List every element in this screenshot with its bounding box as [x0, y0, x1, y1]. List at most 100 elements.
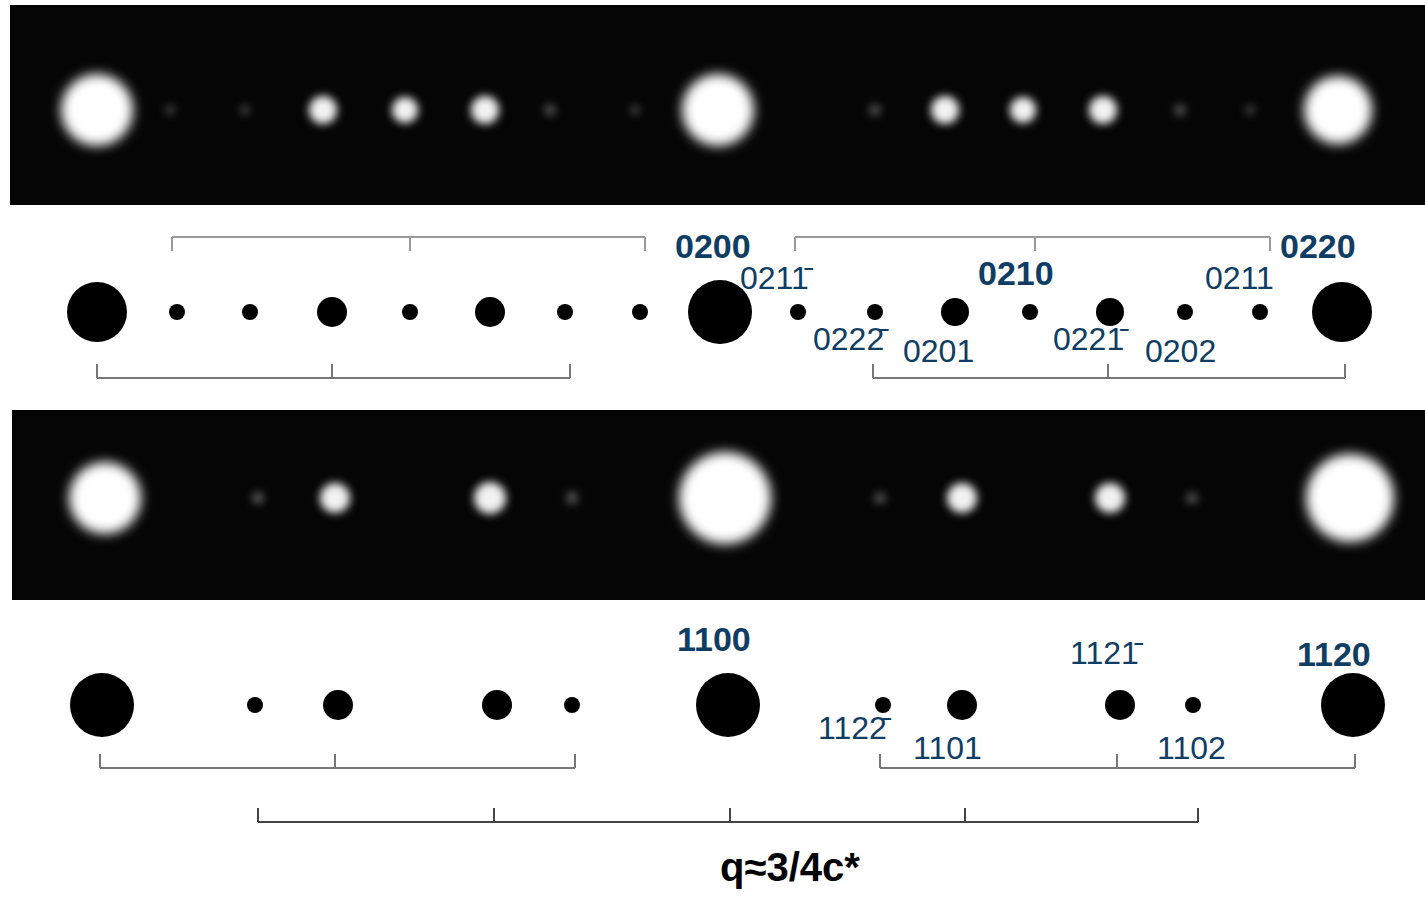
- bracket-tick: [96, 364, 98, 378]
- bracket-tick: [574, 754, 576, 768]
- diffraction-spot: [931, 96, 959, 124]
- bracket-tick: [1107, 364, 1109, 378]
- diffraction-spot: [682, 74, 754, 146]
- bracket-tick: [409, 237, 411, 251]
- reflection-index: 0211: [1205, 262, 1274, 294]
- diffraction-spot: [566, 492, 578, 504]
- reflection-dot: [564, 697, 580, 713]
- reflection-dot: [247, 697, 263, 713]
- bracket-tick: [1354, 754, 1356, 768]
- bracket-tick: [1116, 754, 1118, 768]
- bracket-line: [100, 767, 575, 769]
- bracket-tick: [794, 237, 796, 251]
- reflection-dot: [941, 298, 969, 326]
- bracket-line: [97, 377, 570, 379]
- reflection-index: 1102: [1157, 732, 1226, 764]
- reflection-index: 0220: [1280, 229, 1356, 263]
- diffraction-spot: [69, 462, 141, 534]
- bracket-tick: [879, 754, 881, 768]
- bracket-tick: [334, 754, 336, 768]
- diffraction-spot: [252, 492, 264, 504]
- reflection-dot: [70, 673, 134, 737]
- reflection-dot: [323, 690, 353, 720]
- bracket-tick: [872, 364, 874, 378]
- reflection-index: 0221̄: [1053, 323, 1124, 355]
- bracket-tick: [1197, 808, 1199, 822]
- bracket-tick: [1269, 237, 1271, 251]
- reflection-index: 1120: [1297, 637, 1371, 671]
- reflection-dot: [169, 304, 185, 320]
- bracket-tick: [1034, 237, 1036, 251]
- bracket-tick: [1344, 364, 1346, 378]
- bracket-tick: [644, 237, 646, 251]
- reflection-index: 0200: [675, 229, 751, 263]
- diffraction-spot: [1174, 104, 1186, 116]
- reflection-index: 0210: [978, 256, 1054, 290]
- diffraction-photo: [10, 5, 1425, 205]
- reflection-dot: [1185, 697, 1201, 713]
- bracket-line: [172, 236, 645, 238]
- reflection-dot: [1177, 304, 1193, 320]
- diffraction-spot: [474, 482, 506, 514]
- spacing-bracket: [97, 364, 570, 378]
- reflection-index: 0201: [903, 335, 974, 367]
- diffraction-spot: [165, 105, 175, 115]
- diffraction-spot: [869, 104, 881, 116]
- diffraction-spot: [1245, 105, 1255, 115]
- diffraction-spot: [1304, 76, 1372, 144]
- spacing-bracket: [795, 237, 1270, 251]
- diffraction-spot: [1095, 483, 1125, 513]
- diffraction-spot: [392, 97, 418, 123]
- reflection-dot: [557, 304, 573, 320]
- reflection-index: 1122̄: [818, 712, 887, 744]
- diffraction-spot: [679, 452, 771, 544]
- bracket-tick: [331, 364, 333, 378]
- reflection-dot: [1312, 282, 1372, 342]
- diffraction-spot: [471, 96, 499, 124]
- bracket-tick: [964, 808, 966, 822]
- spacing-bracket: [172, 237, 645, 251]
- bracket-tick: [99, 754, 101, 768]
- reflection-index: 0202: [1145, 335, 1216, 367]
- reflection-dot: [947, 690, 977, 720]
- reflection-dot: [1022, 304, 1038, 320]
- reflection-dot: [317, 297, 347, 327]
- diffraction-spot: [1186, 492, 1198, 504]
- reflection-index: 1101: [913, 732, 982, 764]
- diffraction-spot: [947, 483, 977, 513]
- reflection-dot: [1105, 690, 1135, 720]
- reflection-dot: [867, 304, 883, 320]
- reflection-dot: [1321, 673, 1385, 737]
- reflection-dot: [1096, 298, 1124, 326]
- reflection-dot: [875, 697, 891, 713]
- bracket-line: [795, 236, 1270, 238]
- reflection-dot: [482, 690, 512, 720]
- reflection-dot: [696, 673, 760, 737]
- bracket-tick: [493, 808, 495, 822]
- reflection-dot: [790, 304, 806, 320]
- reflection-dot: [475, 297, 505, 327]
- reflection-dot: [1252, 304, 1268, 320]
- diffraction-spot: [240, 105, 250, 115]
- bracket-tick: [729, 808, 731, 822]
- reflection-index: 1100: [677, 622, 751, 656]
- reflection-dot: [632, 304, 648, 320]
- diffraction-spot: [309, 96, 337, 124]
- reflection-index: 0211̄: [740, 262, 809, 294]
- diffraction-spot: [874, 492, 886, 504]
- diffraction-spot: [1010, 97, 1036, 123]
- diffraction-spot: [1306, 454, 1394, 542]
- bracket-tick: [257, 808, 259, 822]
- reflection-index: 1121̄: [1070, 637, 1139, 669]
- bracket-tick: [171, 237, 173, 251]
- diffraction-spot: [1089, 96, 1117, 124]
- bracket-line: [258, 821, 1198, 823]
- spacing-bracket: [258, 808, 1198, 822]
- diffraction-spot: [630, 105, 640, 115]
- reflection-dot: [67, 282, 127, 342]
- modulation-vector-label: q≈3/4c*: [720, 847, 860, 887]
- diffraction-spot: [320, 483, 350, 513]
- spacing-bracket: [100, 754, 575, 768]
- bracket-tick: [569, 364, 571, 378]
